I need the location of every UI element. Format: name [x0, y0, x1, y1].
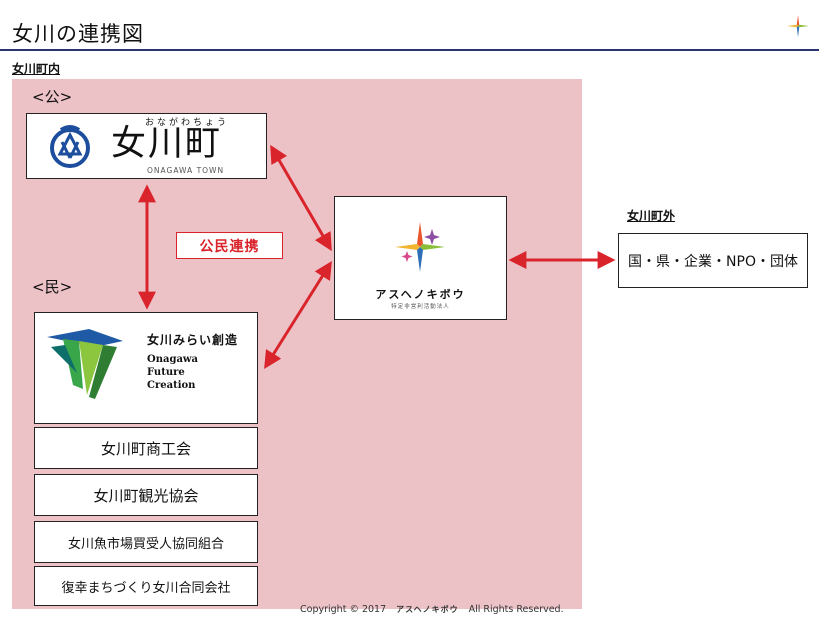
future-creation-logo-icon: [47, 329, 123, 399]
onagawa-town-emblem-icon: [50, 125, 90, 168]
asuhenokibou-sparkle-icon: [395, 222, 445, 272]
asuhenokibou-subtitle: 特定非営利活動法人: [391, 304, 450, 310]
public-sector-label: <公>: [32, 88, 73, 106]
arrow-asuhenokibou-to-future: [264, 260, 332, 370]
org-item-uoichiba-kumiai: 女川魚市場買受人協同組合: [34, 521, 258, 563]
onagawa-town-name: 女川町: [111, 124, 223, 164]
onagawa-town-box: おながわちょう 女川町 ONAGAWA TOWN: [26, 113, 267, 179]
copyright-mark: アスヘノキボウ: [396, 605, 459, 614]
future-creation-box: 女川みらい創造 Onagawa Future Creation: [34, 312, 258, 424]
org-item-machizukuri-llc: 復幸まちづくり女川合同会社: [34, 566, 258, 606]
asuhenokibou-name: アスヘノキボウ: [375, 288, 466, 301]
inside-town-label: 女川町内: [12, 62, 61, 76]
copyright-line: Copyright © 2017 アスヘノキボウ All Rights Reserv…: [300, 604, 564, 615]
arrow-town-to-asuhenokibou: [270, 144, 332, 252]
asuhenokibou-box: アスヘノキボウ 特定非営利活動法人: [334, 196, 507, 320]
copyright-suffix: All Rights Reserved.: [468, 604, 564, 615]
copyright-prefix: Copyright © 2017: [300, 604, 387, 615]
org-item-kanko-kyokai: 女川町観光協会: [34, 474, 258, 516]
onagawa-town-english: ONAGAWA TOWN: [147, 166, 225, 175]
onagawa-furigana: おながわちょう: [145, 118, 230, 128]
outside-entities-box: 国・県・企業・NPO・団体: [618, 233, 808, 288]
future-creation-name-jp: 女川みらい創造: [147, 333, 239, 347]
future-creation-line1: Onagawa: [147, 354, 199, 365]
future-creation-line2: Future: [147, 367, 185, 378]
future-creation-line3: Creation: [147, 380, 196, 391]
private-sector-label: <民>: [32, 278, 73, 296]
outside-town-label: 女川町外: [627, 209, 676, 223]
public-private-collaboration-label: 公民連携: [176, 232, 283, 259]
org-item-shokokai: 女川町商工会: [34, 427, 258, 469]
page-title: 女川の連携図: [12, 22, 144, 46]
sparkle-logo-icon: [787, 15, 809, 37]
title-divider: [0, 49, 819, 51]
